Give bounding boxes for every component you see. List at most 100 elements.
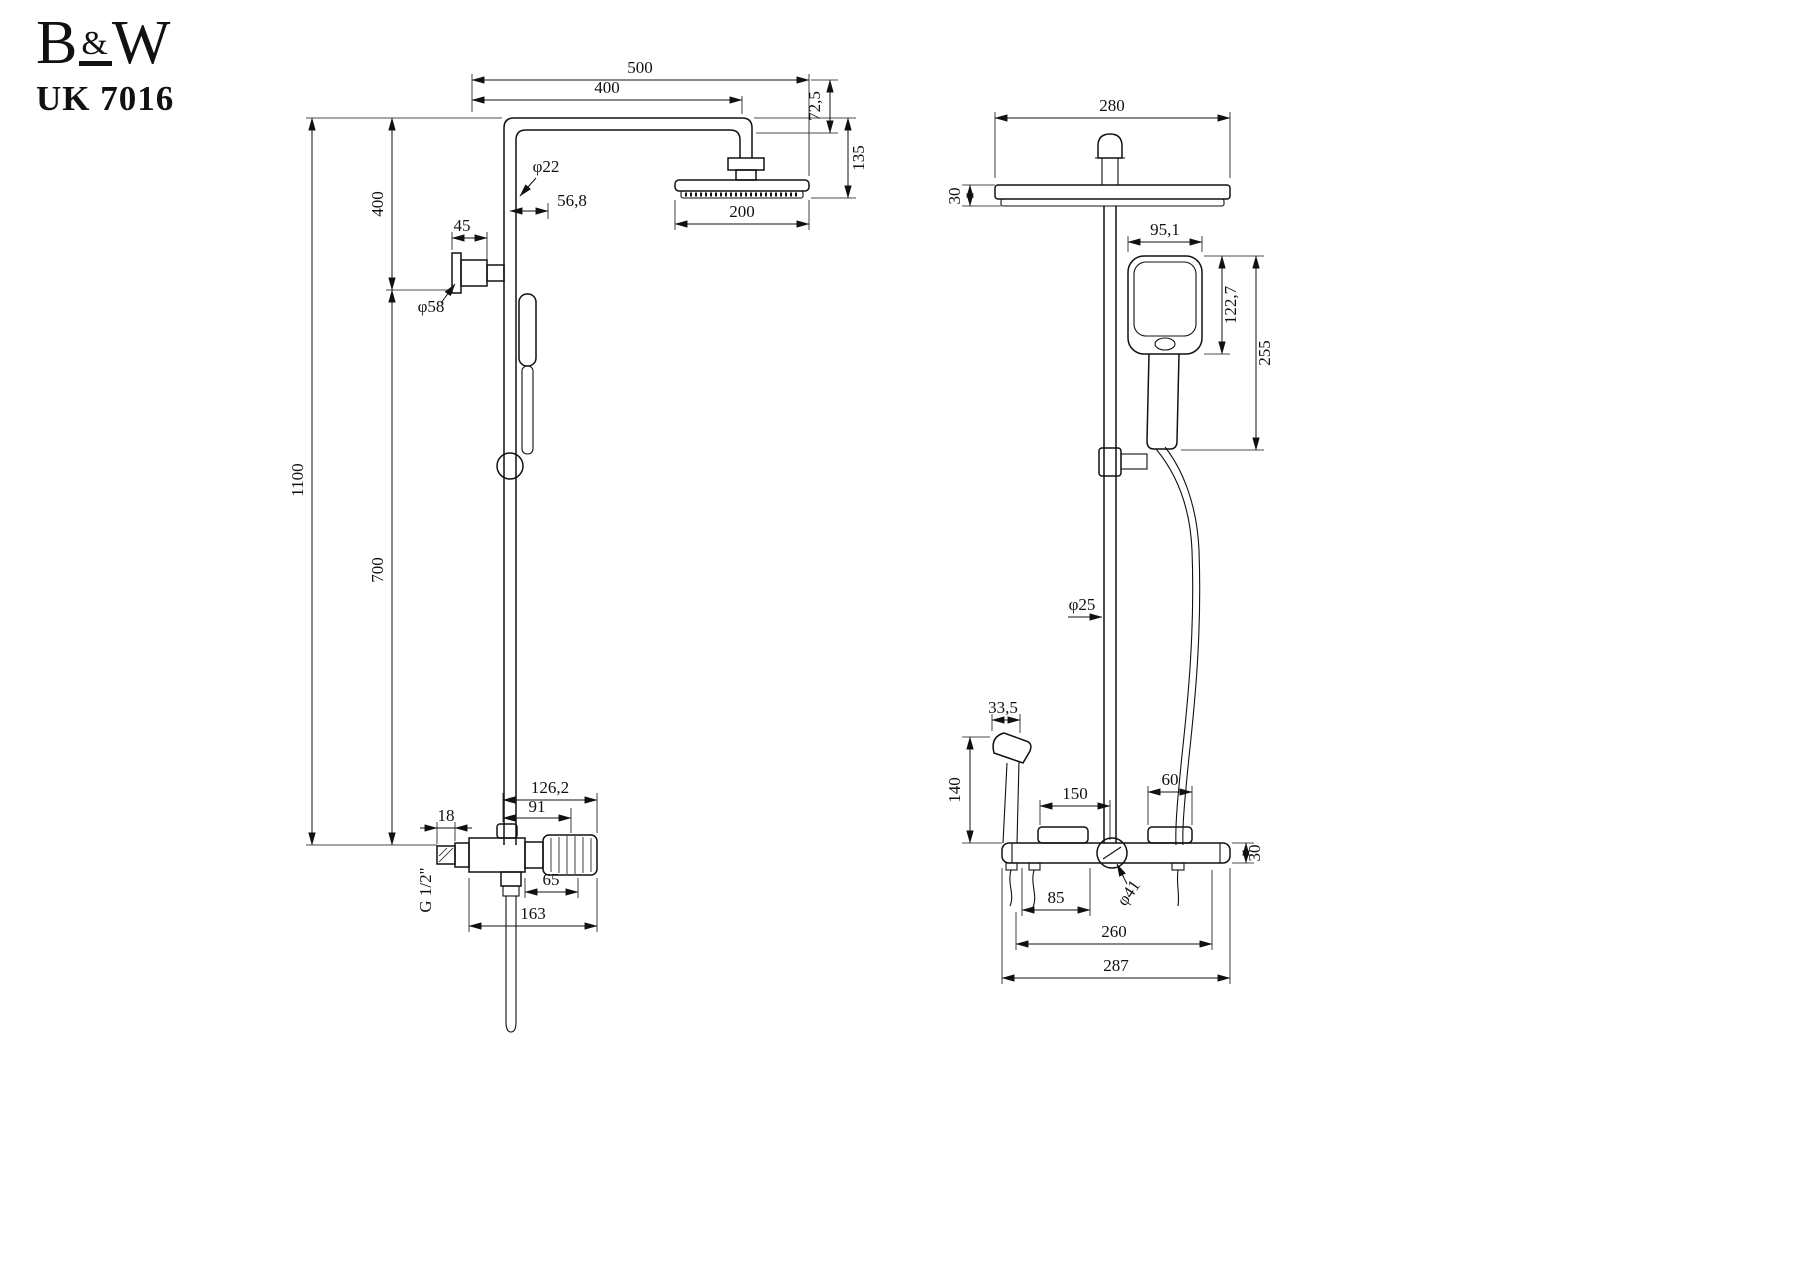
handshower-head-side: [518, 293, 537, 367]
dim-left-200: 200: [674, 200, 810, 230]
dim-label: 30: [945, 188, 964, 205]
head-connector-flange: [735, 169, 757, 181]
dim-right-140: 140: [945, 736, 1002, 844]
dim-right-287: 287: [1001, 868, 1231, 984]
dim-right-60: 60: [1147, 770, 1193, 825]
dim-left-72-5: 72,5: [756, 79, 838, 134]
left-view: 500 400 72,5: [288, 58, 868, 1033]
dim-left-700: 700: [368, 289, 396, 846]
dim-label: 400: [594, 78, 620, 97]
dim-label: 260: [1101, 922, 1127, 941]
dim-label: φ58: [418, 297, 445, 316]
dim-label: 280: [1099, 96, 1125, 115]
mixer-knob: [1096, 837, 1128, 869]
left-structure: [436, 117, 810, 1033]
dim-label: 135: [849, 145, 868, 171]
dim-right-95-1: 95,1: [1127, 220, 1203, 252]
dim-left-1100: 1100: [288, 117, 502, 846]
mixer-connector: [454, 842, 470, 868]
dim-left-65: 65: [524, 870, 579, 898]
dim-label: 30: [1245, 845, 1264, 862]
dim-label: 85: [1048, 888, 1065, 907]
dim-label: 72,5: [805, 91, 824, 121]
hose-connector: [502, 885, 520, 897]
dim-left-56-8: 56,8: [509, 191, 587, 219]
dim-label: 18: [438, 806, 455, 825]
bidet-sprayer-head: [992, 732, 1032, 764]
dim-left-163: 163: [468, 878, 598, 932]
dim-label: 163: [520, 904, 546, 923]
logo: B&W UK 7016: [36, 12, 174, 119]
dim-right-30-bottom: 30: [1232, 842, 1264, 864]
dim-left-400-side: 400: [368, 117, 452, 291]
dim-label: 1100: [288, 463, 307, 496]
hose-below-bar: [1176, 869, 1180, 907]
right-view: 280 30 95,1: [945, 96, 1274, 984]
head-arm-cap: [1097, 133, 1123, 159]
handshower-holder-knob: [496, 452, 524, 480]
handshower-head-front: [1127, 255, 1203, 355]
left-dimensions: 500 400 72,5: [288, 58, 868, 932]
dim-label: 500: [627, 58, 653, 77]
dim-right-phi41: φ41: [1113, 863, 1144, 909]
head-connector-nut: [727, 157, 765, 171]
riser-pipe-inner: [515, 129, 741, 845]
right-structure: [992, 133, 1231, 908]
dim-label: 45: [454, 216, 471, 235]
mixer-neck: [524, 841, 544, 869]
overhead-shower-face-front: [1000, 198, 1225, 207]
dim-label: φ41: [1113, 876, 1144, 909]
dim-left-126-2: 126,2: [502, 778, 598, 833]
handshower-spray-face: [1133, 261, 1197, 337]
dim-label: φ22: [533, 157, 560, 176]
dim-left-400-top: 400: [471, 78, 743, 114]
brand-ampersand: &: [79, 27, 112, 66]
dim-label: 122,7: [1221, 285, 1240, 324]
dim-left-18: 18: [420, 806, 472, 844]
shower-hose-line2: [1164, 446, 1201, 846]
inlet-hose-1: [1009, 869, 1013, 907]
model-number: UK 7016: [36, 79, 175, 118]
mixer-spout: [500, 871, 522, 887]
dim-label: φ25: [1069, 595, 1096, 614]
dim-label: 91: [529, 797, 546, 816]
dim-label: 140: [945, 777, 964, 803]
bidet-sprayer-handle: [1002, 760, 1020, 844]
mixer-handle: [542, 834, 598, 876]
dim-right-85: 85: [1021, 868, 1091, 916]
brand-letter-w: W: [111, 9, 173, 77]
slider-bracket: [1098, 447, 1122, 477]
shower-hose-line1: [1155, 448, 1194, 846]
dim-label: 200: [729, 202, 755, 221]
dim-label: 126,2: [531, 778, 569, 797]
riser-pipe-outer: [503, 117, 753, 845]
dim-left-500: 500: [471, 58, 810, 176]
handshower-handle-side: [521, 365, 534, 455]
handshower-handle-front: [1146, 353, 1180, 450]
dim-label: 95,1: [1150, 220, 1180, 239]
mixer-knob-handle: [1102, 846, 1122, 860]
hose-end-cap: [505, 1021, 517, 1033]
dim-label: 287: [1103, 956, 1129, 975]
dim-left-thread: G 1/2": [416, 867, 435, 912]
dim-right-280: 280: [994, 96, 1231, 178]
handshower-button: [1154, 337, 1176, 351]
dim-right-33-5: 33,5: [988, 698, 1021, 733]
dim-label: G 1/2": [416, 867, 435, 912]
overhead-shower-plate: [674, 179, 810, 192]
dim-right-260: 260: [1015, 870, 1213, 950]
dim-left-135: 135: [754, 117, 868, 199]
right-valve-block: [1147, 826, 1193, 844]
dim-right-150: 150: [1039, 784, 1111, 840]
dim-left-45: 45: [451, 216, 488, 262]
diverter-button: [496, 823, 518, 839]
dim-label: 700: [368, 557, 387, 583]
dim-left-91: 91: [502, 797, 572, 833]
slider-bracket-arm: [1120, 453, 1148, 470]
dim-right-255: 255: [1181, 255, 1274, 451]
right-dimensions: 280 30 95,1: [945, 96, 1274, 984]
dim-left-phi58: φ58: [418, 283, 456, 316]
dim-label: 150: [1062, 784, 1088, 803]
dim-label: 65: [543, 870, 560, 889]
